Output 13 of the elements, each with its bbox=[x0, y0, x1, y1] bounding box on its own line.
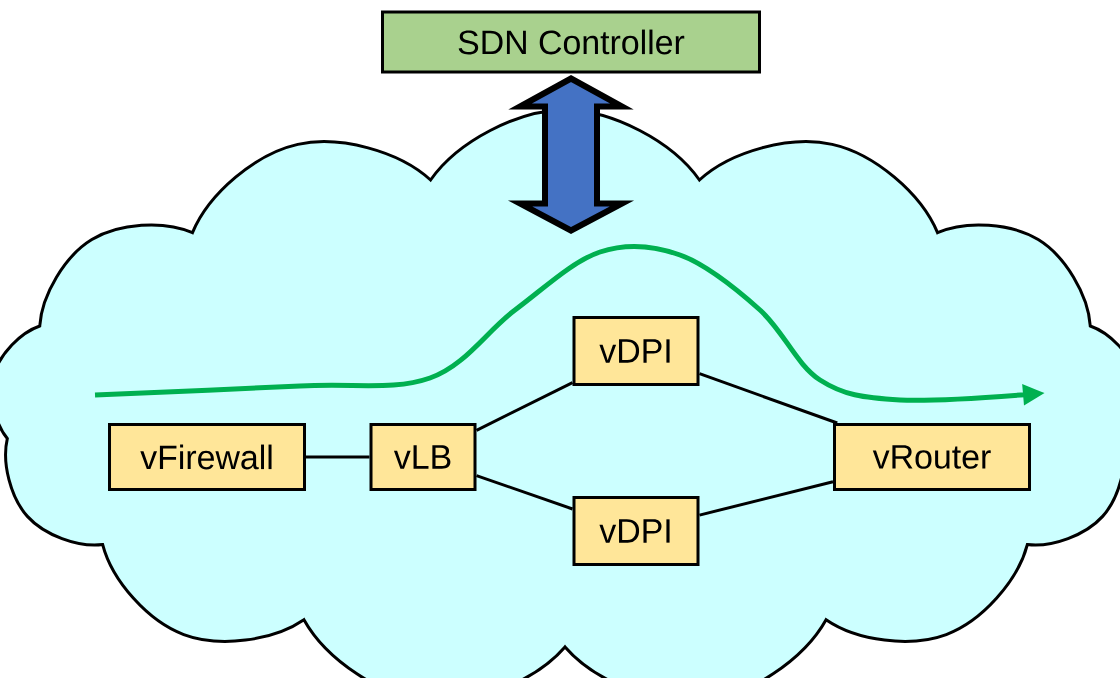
connector-line bbox=[699, 480, 834, 517]
function-box: vDPI bbox=[572, 316, 700, 386]
connector-line bbox=[699, 372, 838, 425]
connector-line bbox=[306, 455, 370, 459]
function-box: vFirewall bbox=[108, 423, 306, 491]
connector-line bbox=[476, 474, 573, 511]
function-box: vLB bbox=[369, 423, 477, 491]
cloud-shape bbox=[0, 108, 1120, 678]
connector-line bbox=[475, 381, 574, 432]
function-box: vDPI bbox=[572, 496, 700, 566]
controller-box: SDN Controller bbox=[381, 10, 761, 74]
function-box: vRouter bbox=[833, 423, 1031, 491]
double-arrow bbox=[507, 75, 635, 234]
